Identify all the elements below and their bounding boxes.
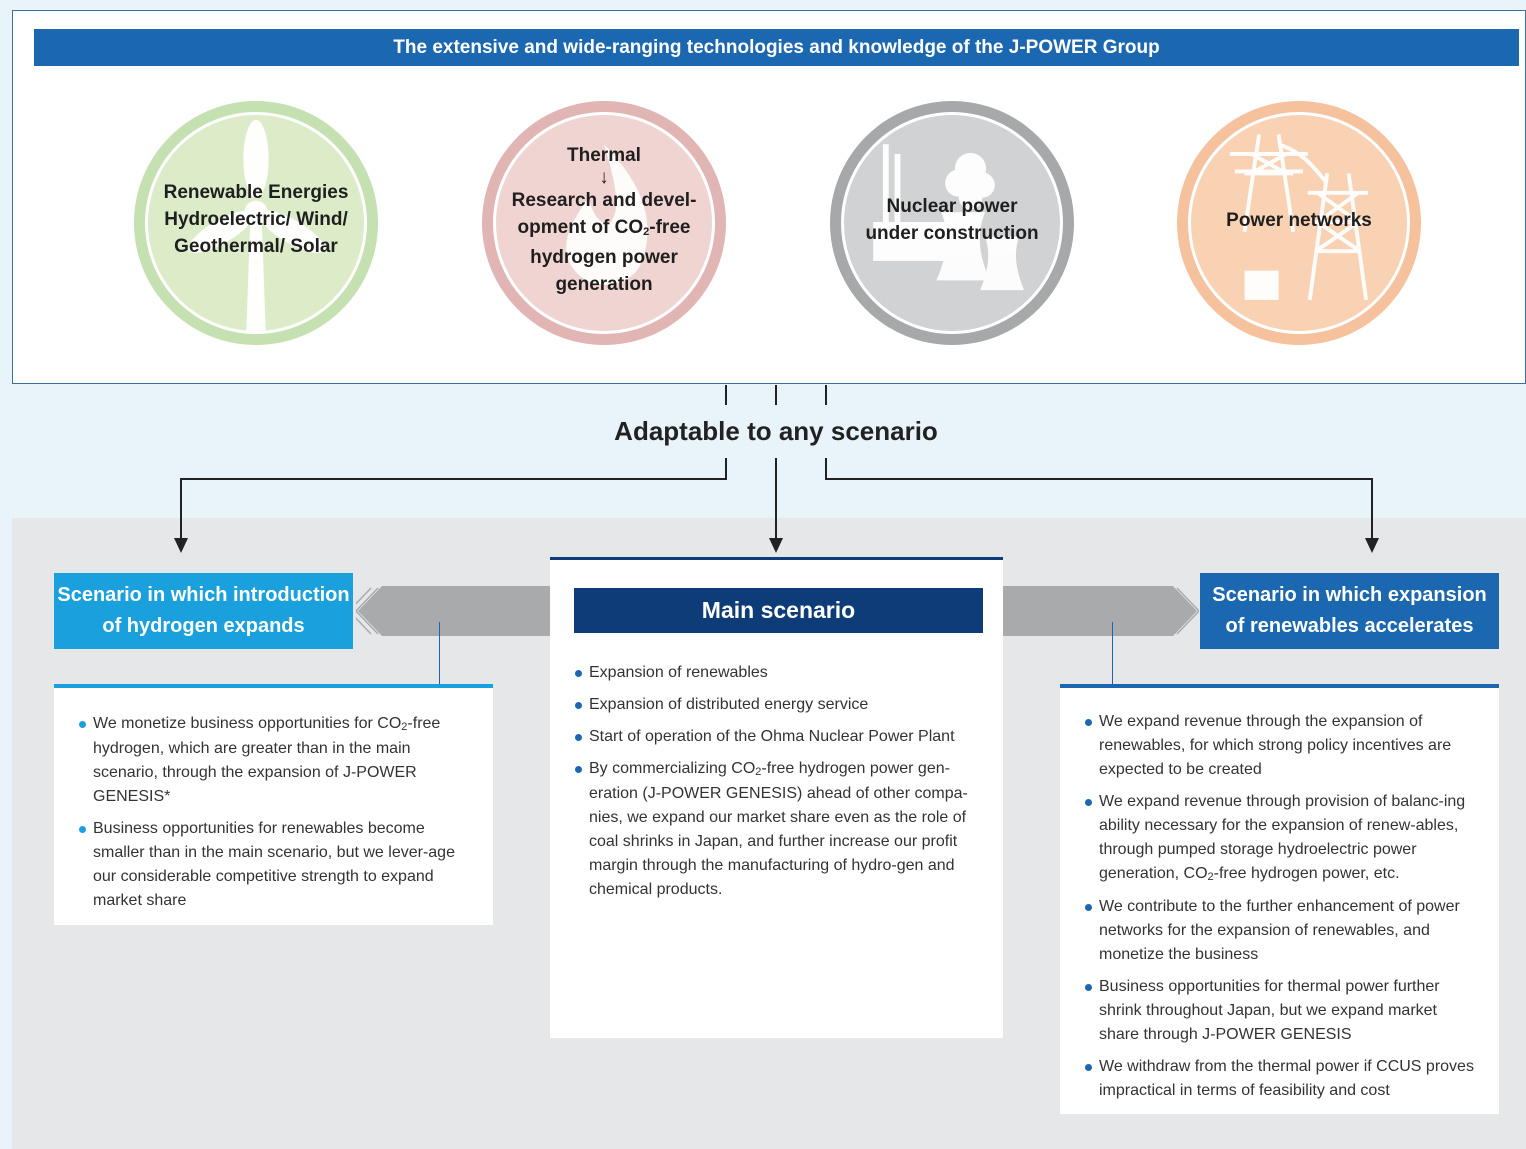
connector-line xyxy=(180,478,727,480)
right-pointing-arrow-icon xyxy=(1003,586,1199,636)
connector-line xyxy=(1112,622,1113,685)
nuclear-label: Nuclear power under construction xyxy=(865,196,1039,244)
renewables-scenario-title: Scenario in which expansion of renewable… xyxy=(1200,573,1499,649)
list-item: We expand revenue through the expansion … xyxy=(1084,710,1481,782)
left-pointing-arrow-icon xyxy=(356,586,552,636)
list-item: Start of operation of the Ohma Nuclear P… xyxy=(574,725,981,749)
hydrogen-scenario-title: Scenario in which introduction of hydrog… xyxy=(54,573,353,649)
connector-line xyxy=(825,478,1373,480)
technologies-banner: The extensive and wide-ranging technolog… xyxy=(34,29,1519,66)
thermal-circle: Thermal ↓ Research and devel- opment of … xyxy=(482,101,726,345)
flame-icon xyxy=(566,144,648,285)
power-plant-icon xyxy=(873,144,1024,291)
connector-line xyxy=(775,458,777,538)
wind-turbine-icon xyxy=(188,119,325,331)
hydrogen-scenario-card: We monetize business opportunities for C… xyxy=(54,684,493,925)
list-item: We monetize business opportunities for C… xyxy=(78,712,471,809)
renewable-energies-label: Renewable Energies Hydroelectric/ Wind/ … xyxy=(163,181,349,257)
adaptable-title: Adaptable to any scenario xyxy=(614,416,938,446)
renewables-scenario-card: We expand revenue through the expansion … xyxy=(1060,684,1499,1114)
list-item: Expansion of renewables xyxy=(574,661,981,685)
connector-line xyxy=(180,478,182,540)
power-networks-label: Power networks xyxy=(1226,209,1372,231)
banner-text: The extensive and wide-ranging technolog… xyxy=(393,36,1160,58)
list-item: We contribute to the further enhancement… xyxy=(1084,895,1481,967)
power-networks-circle: Power networks xyxy=(1177,101,1421,345)
main-scenario-title: Main scenario xyxy=(574,588,983,633)
connector-line xyxy=(775,385,777,405)
connector-line xyxy=(439,622,440,685)
list-item: By commercializing CO2-free hydrogen pow… xyxy=(574,757,981,902)
list-item: Business opportunities for thermal power… xyxy=(1084,975,1481,1047)
arrow-down-icon xyxy=(174,538,188,553)
arrow-down-icon xyxy=(1365,538,1379,553)
connector-line xyxy=(725,385,727,405)
main-scenario-card: Main scenario Expansion of renewables Ex… xyxy=(550,557,1003,1038)
list-item: We expand revenue through provision of b… xyxy=(1084,790,1481,887)
list-item: Business opportunities for renewables be… xyxy=(78,817,471,913)
arrow-down-icon xyxy=(769,538,783,553)
list-item: We withdraw from the thermal power if CC… xyxy=(1084,1055,1481,1103)
renewable-energies-circle: Renewable Energies Hydroelectric/ Wind/ … xyxy=(134,101,378,345)
list-item: Expansion of distributed energy service xyxy=(574,693,981,717)
transmission-tower-icon xyxy=(1229,134,1369,301)
nuclear-circle: Nuclear power under construction xyxy=(830,101,1074,345)
connector-line xyxy=(725,458,727,480)
connector-line xyxy=(1371,478,1373,540)
connector-line xyxy=(825,385,827,405)
thermal-label: Thermal ↓ Research and devel- opment of … xyxy=(511,145,697,295)
connector-line xyxy=(825,458,827,480)
